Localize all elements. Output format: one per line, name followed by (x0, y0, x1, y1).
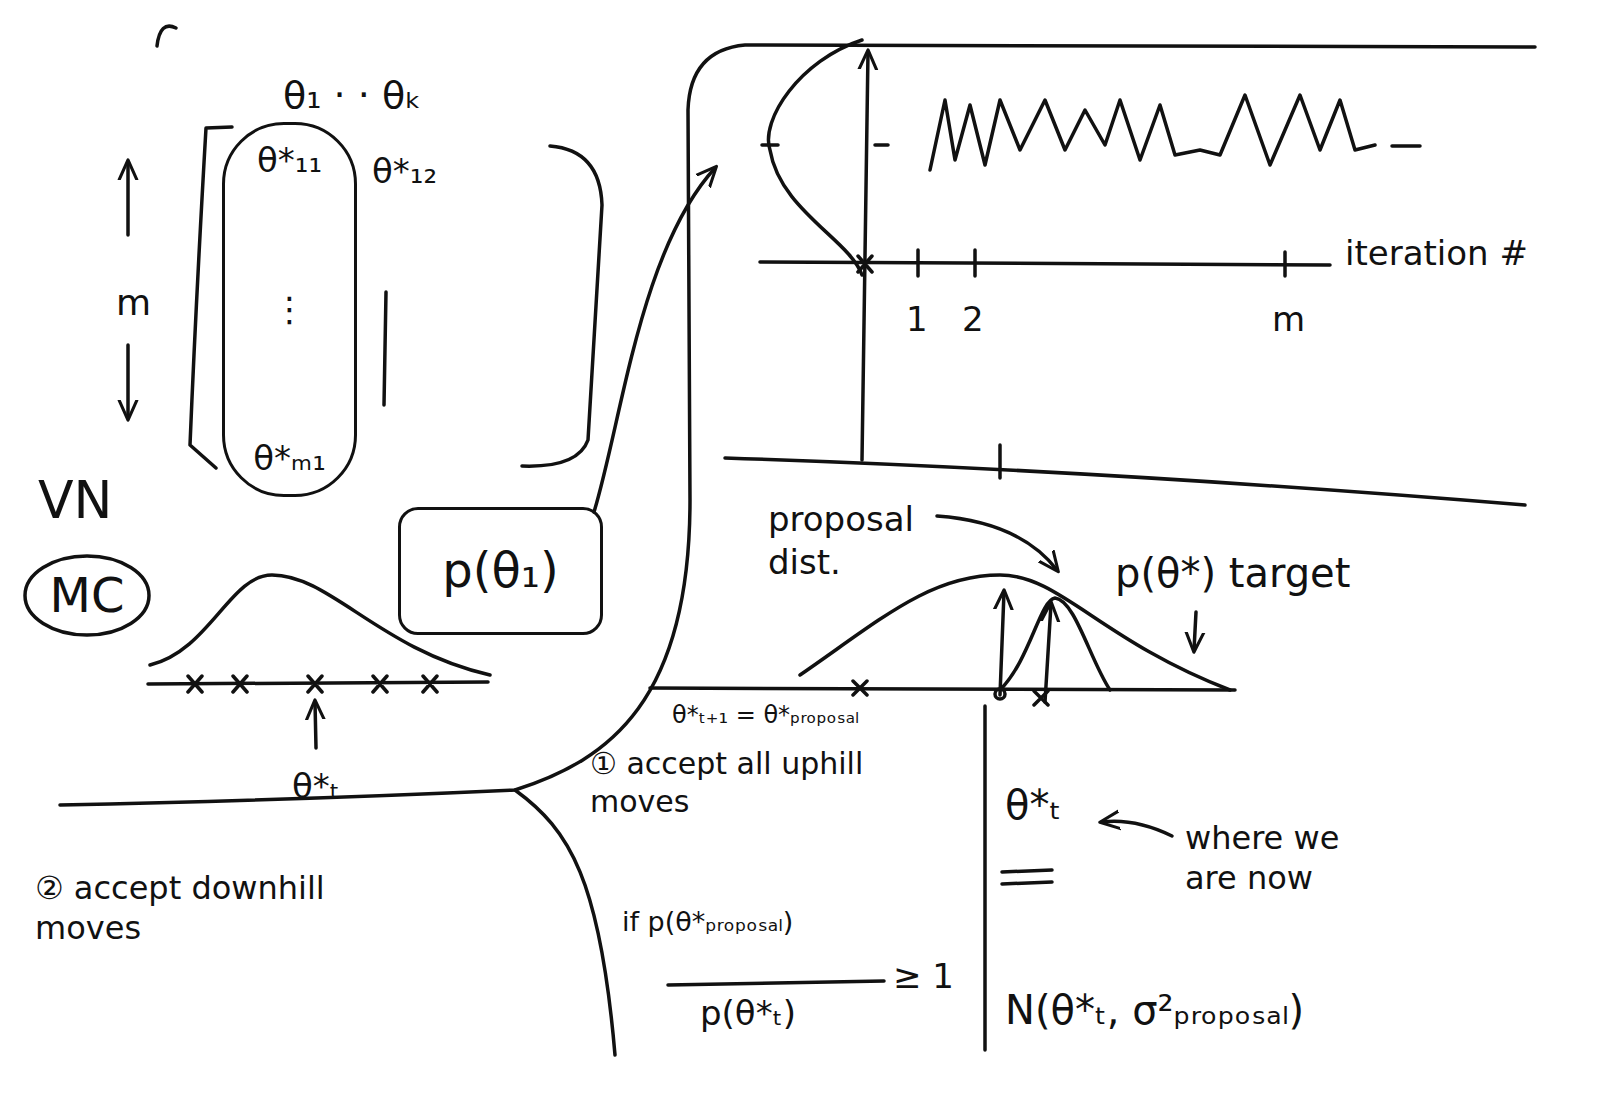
sample-marks (188, 676, 437, 692)
current-state: θ*ₜ (1005, 780, 1061, 830)
target-curve (1000, 598, 1110, 690)
sample-marks (853, 681, 1048, 705)
dimension-label: m (116, 280, 151, 325)
fraction-bar (668, 981, 884, 985)
region-boundary (515, 790, 615, 1055)
pointer-arrow (937, 516, 1057, 570)
density-curve (150, 575, 490, 675)
height-arrow (1000, 592, 1004, 695)
matrix-bracket (190, 127, 232, 468)
divider-line (983, 706, 987, 1050)
current-mark (995, 689, 1005, 699)
formula-box: p(θ₁) (398, 507, 603, 635)
double-underline (1002, 870, 1052, 884)
tick-label: m (1272, 298, 1305, 341)
pointer-arrow (1194, 612, 1196, 650)
axis-tick (998, 445, 1002, 478)
curve-label: p(θ*) target (1115, 548, 1350, 598)
fraction-denominator: p(θ*ₜ) (700, 992, 796, 1035)
column-stroke (384, 292, 386, 405)
rule-note: ① accept all uphill moves (590, 745, 890, 820)
axis-tick (762, 143, 888, 147)
divider-line (725, 458, 1525, 505)
node-text: p(θ₁) (442, 543, 559, 598)
trace-line (930, 95, 1375, 170)
pointer-arrow (1102, 821, 1172, 836)
circle-outline (25, 556, 149, 635)
pointer-arrow (594, 168, 715, 512)
matrix-bracket (522, 146, 602, 466)
update-rule: θ*ₜ₊₁ = θ*ₚᵣₒₚₒₛₐₗ (672, 700, 859, 730)
node-text: θ*₁₁ (257, 141, 322, 180)
stray-mark (157, 26, 176, 46)
tick-label: 1 (906, 298, 928, 341)
axis-tick (918, 250, 1285, 276)
tick-label: 2 (962, 298, 984, 341)
column-header: θ₁ · · θₖ (283, 72, 421, 120)
note-label: VN (38, 468, 112, 533)
axis-line (862, 52, 868, 460)
dimension-arrow (126, 162, 130, 235)
trace-line (1392, 144, 1420, 148)
axis-line (650, 688, 1235, 690)
sample-label: θ*ₜ (292, 765, 340, 808)
dimension-arrow (126, 345, 130, 418)
axis-label: iteration # (1345, 232, 1550, 275)
fraction-numerator: if p(θ*ₚᵣₒₚₒₛₐₗ) (622, 905, 793, 939)
node-text: θ*ₘ₁ (253, 439, 326, 478)
curve-label: proposal dist. (768, 498, 938, 583)
rule-note: ② accept downhill moves (35, 868, 415, 948)
node-text: ⋮ (273, 290, 307, 329)
density-curve (768, 40, 862, 275)
axis-line (760, 262, 1330, 265)
proposal-formula: N(θ*ₜ, σ²ₚᵣₒₚₒₛₐₗ) (1005, 985, 1304, 1035)
annotation-note: where we are now (1185, 818, 1385, 898)
node-text: MC (50, 568, 125, 623)
region-boundary (60, 45, 1535, 805)
comparison-label: ≥ 1 (893, 955, 954, 998)
sample-column: θ*₁₁ ⋮ θ*ₘ₁ (222, 122, 357, 497)
circled-note: MC (22, 553, 152, 638)
height-arrow (1045, 604, 1051, 702)
pointer-arrow (315, 702, 316, 748)
matrix-entry: θ*₁₂ (372, 150, 437, 193)
